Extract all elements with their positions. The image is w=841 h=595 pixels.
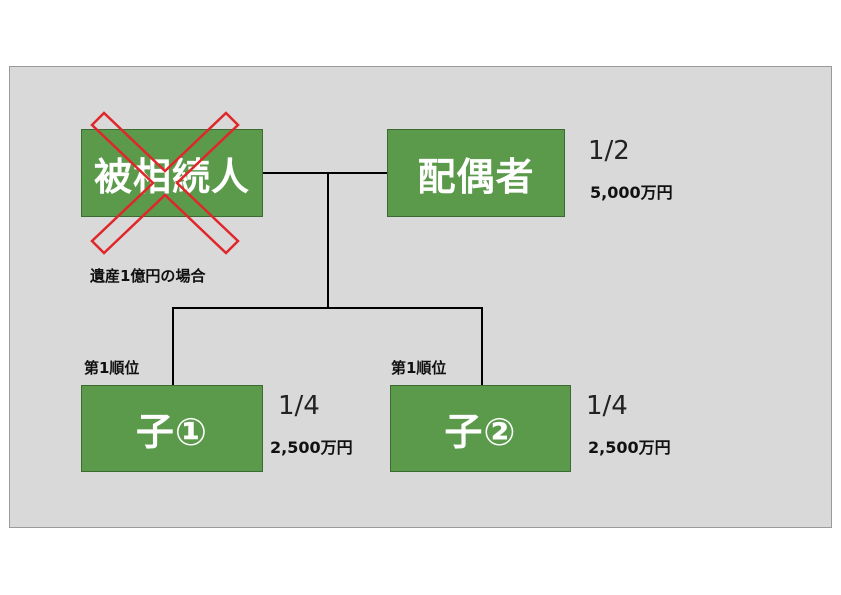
- children-bar: [172, 307, 483, 309]
- spouse-amount: 5,000万円: [590, 183, 673, 202]
- child1-rank: 第1順位: [84, 359, 140, 377]
- cross-mark-icon: [90, 111, 240, 255]
- child2-rank: 第1順位: [391, 359, 447, 377]
- spouse-box: 配偶者: [387, 129, 565, 217]
- child1-amount: 2,500万円: [270, 438, 353, 457]
- marriage-line: [263, 172, 387, 174]
- child2-drop: [481, 307, 483, 385]
- child1-drop: [172, 307, 174, 385]
- child2-amount: 2,500万円: [588, 438, 671, 457]
- decedent-label: 被相続人: [93, 154, 250, 199]
- child2-label: 子②: [444, 410, 517, 454]
- estate-note: 遺産1億円の場合: [90, 267, 206, 285]
- descent-line: [327, 172, 329, 308]
- child1-share: 1/4: [278, 391, 320, 421]
- spouse-label: 配偶者: [417, 154, 535, 199]
- child2-box: 子②: [390, 385, 571, 472]
- spouse-share: 1/2: [588, 136, 630, 166]
- child2-share: 1/4: [586, 391, 628, 421]
- child1-box: 子①: [81, 385, 263, 472]
- child1-label: 子①: [135, 410, 209, 454]
